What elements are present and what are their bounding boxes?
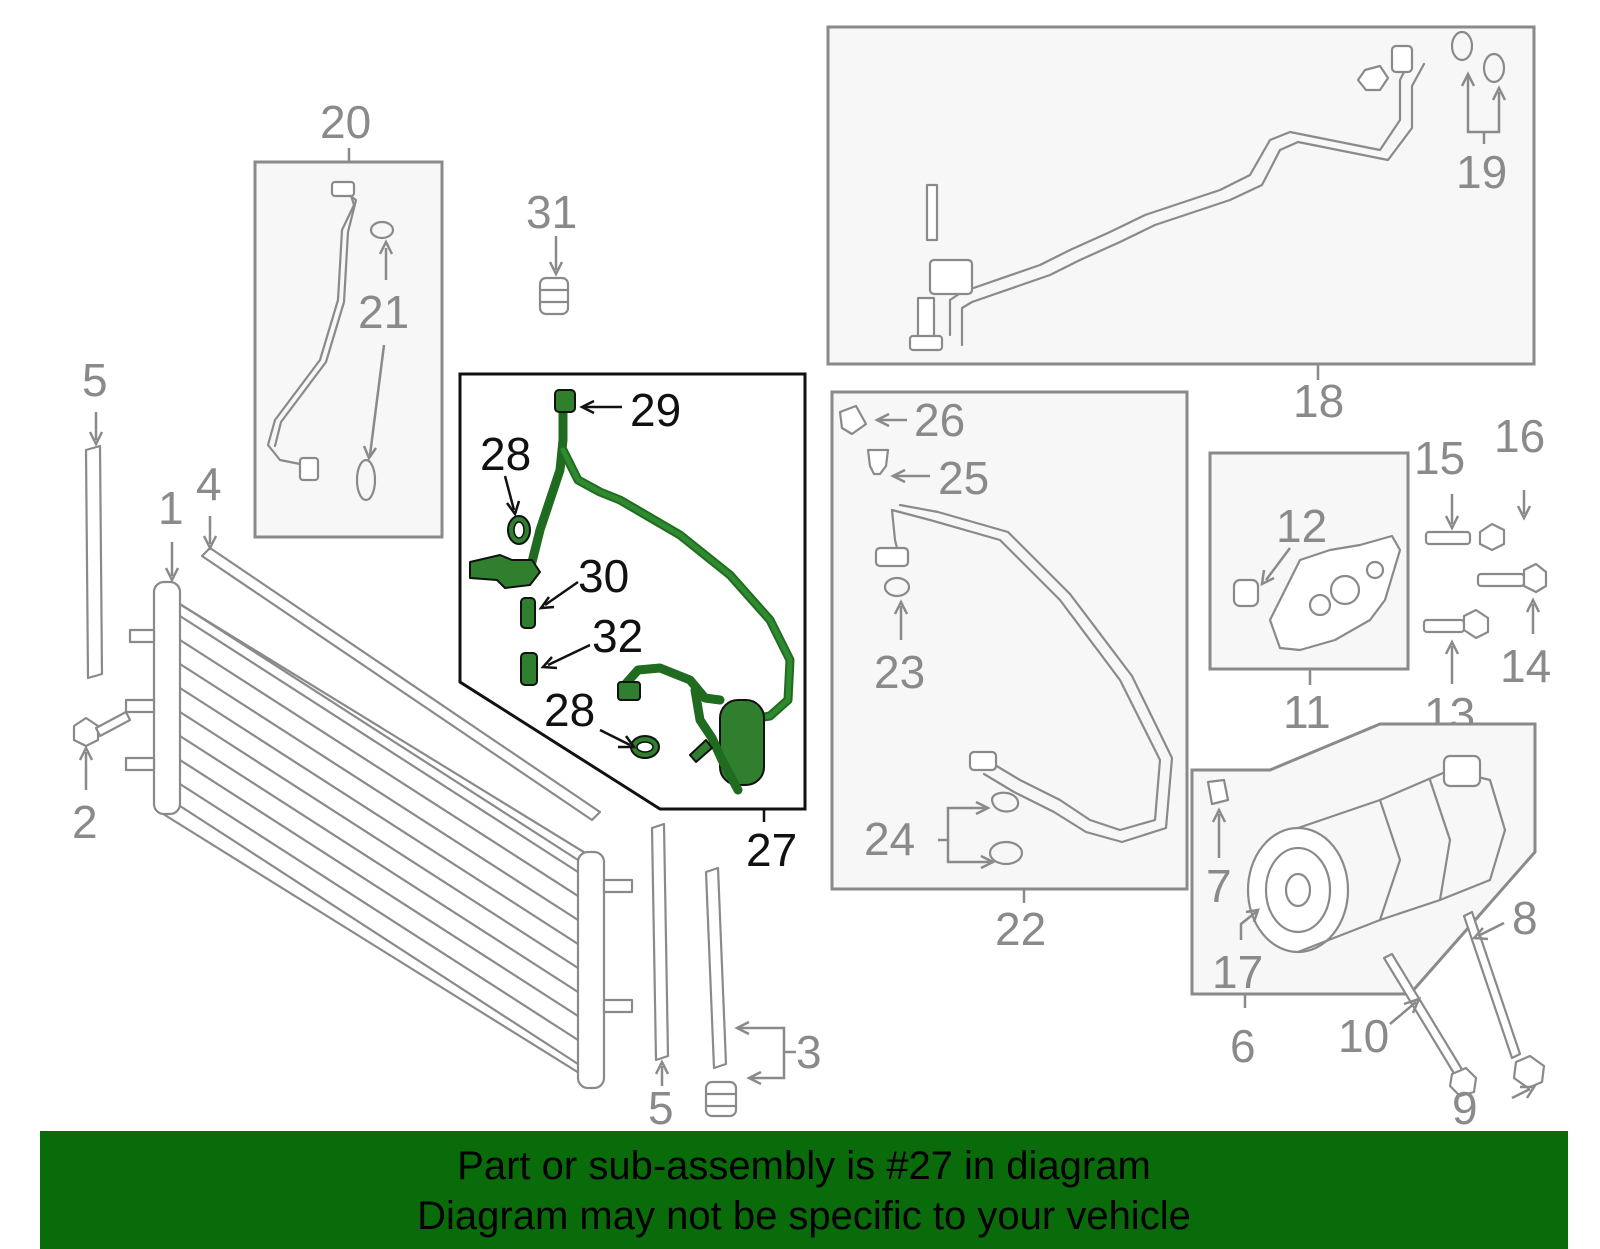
callout-32: 32 [592,610,643,662]
callout-14: 14 [1500,640,1551,692]
callout-10: 10 [1338,1010,1389,1062]
ac-parts-diagram: 20 21 31 18 19 [72,25,1551,1131]
callout-20: 20 [320,96,371,148]
o-ring-21-illustration [355,220,395,502]
callout-2: 2 [72,796,98,848]
callout-4: 4 [196,458,222,510]
callout-7: 7 [1206,860,1232,912]
o-ring-19-illustration [1450,30,1506,84]
callout-3: 3 [796,1026,822,1078]
seal-strip-4-illustration [200,546,602,822]
callout-30: 30 [578,550,629,602]
info-banner: Part or sub-assembly is #27 in diagram D… [40,1131,1568,1249]
studs-8-10-illustration [1382,910,1546,1098]
callout-18: 18 [1293,375,1344,427]
bracket-3-illustration [704,866,738,1118]
callout-8: 8 [1512,892,1538,944]
condenser-1-illustration [124,580,634,1090]
callout-5-bottom: 5 [648,1082,674,1131]
callout-25: 25 [938,452,989,504]
callout-21: 21 [358,286,409,338]
callout-12: 12 [1276,500,1327,552]
compressor-17-illustration [1206,754,1507,954]
banner-line-part-number: Part or sub-assembly is #27 in diagram [457,1144,1151,1188]
bracket-5-illustration [84,444,670,1062]
box-18 [826,25,1536,366]
callout-6: 6 [1230,1020,1256,1072]
callout-23: 23 [874,646,925,698]
callout-26: 26 [914,394,965,446]
hose-22-illustration [838,404,1174,844]
hose-20-illustration [266,180,358,482]
plate-11-illustration [1232,534,1402,652]
callout-17: 17 [1212,946,1263,998]
callout-27: 27 [746,824,797,876]
banner-line-disclaimer: Diagram may not be specific to your vehi… [417,1194,1191,1238]
box-22 [830,390,1189,891]
bolt-2-illustration [72,710,132,748]
box-20 [253,160,444,539]
callout-24: 24 [864,813,915,865]
hose-27-highlighted [469,389,795,795]
callout-19: 19 [1456,146,1507,198]
callout-1: 1 [158,482,184,534]
callout-16: 16 [1494,410,1545,462]
callout-9: 9 [1452,1082,1478,1131]
callout-15: 15 [1414,432,1465,484]
grommet-31-illustration [538,276,570,316]
callout-28-upper: 28 [480,428,531,480]
callout-28-lower: 28 [544,684,595,736]
callout-5-left: 5 [82,354,108,406]
callout-22: 22 [995,903,1046,955]
line-18-illustration [908,44,1426,352]
bolts-13-16-illustration [1422,522,1548,640]
callout-31: 31 [526,186,577,238]
callout-29: 29 [630,384,681,436]
callout-11: 11 [1283,686,1331,738]
seal-23-24-illustration [883,576,1024,866]
